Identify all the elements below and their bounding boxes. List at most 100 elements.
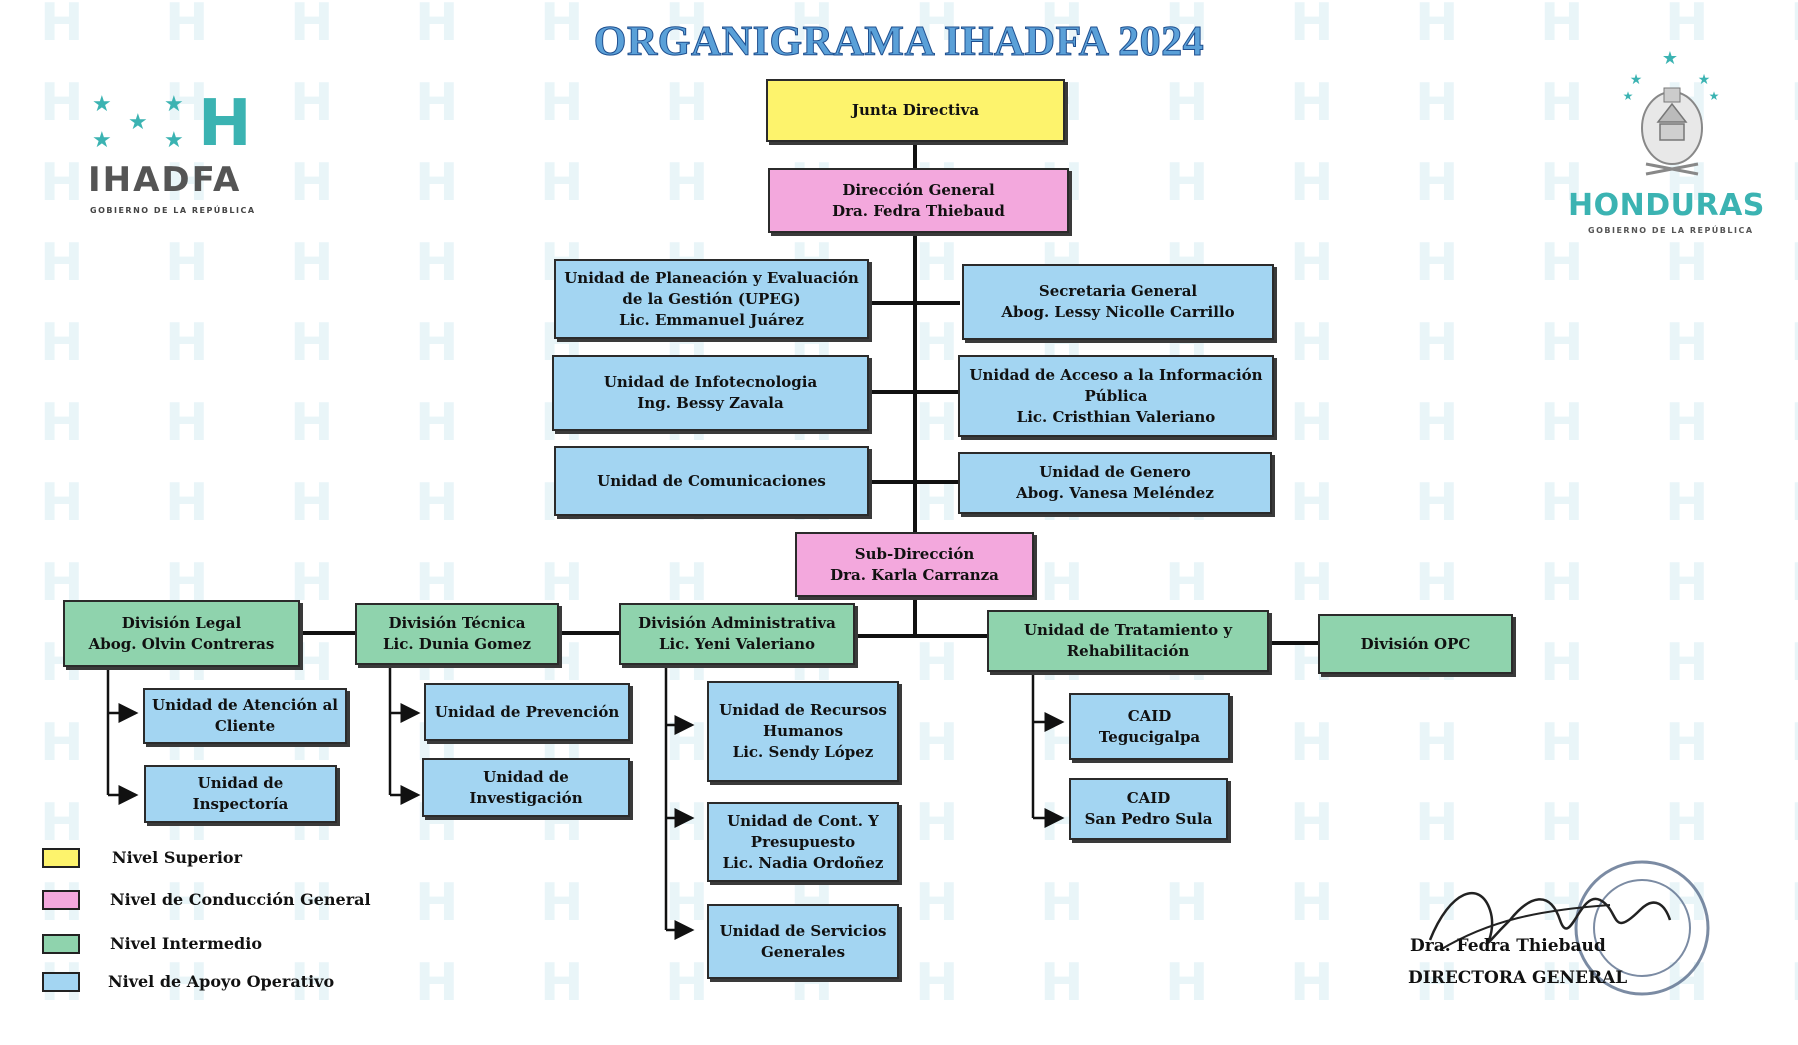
watermark-h-glyph: H — [1540, 313, 1584, 373]
legend-item-superior: Nivel Superior — [40, 846, 400, 872]
watermark-h-glyph: H — [1415, 0, 1459, 53]
watermark-h-glyph: H — [1415, 953, 1459, 1013]
watermark-h-glyph: H — [915, 0, 959, 53]
legend-swatch — [42, 934, 80, 954]
watermark-h-glyph: H — [1790, 393, 1798, 453]
watermark-h-glyph: H — [40, 153, 84, 213]
watermark-h-glyph: H — [165, 153, 209, 213]
watermark-h-glyph: H — [1540, 153, 1584, 213]
logo-left-subtitle: GOBIERNO DE LA REPÚBLICA — [90, 206, 256, 215]
watermark-h-glyph: H — [1665, 313, 1709, 373]
svg-text:★: ★ — [1630, 72, 1643, 88]
watermark-h-glyph: H — [415, 153, 459, 213]
legend-item-conduccion: Nivel de Conducción General — [40, 888, 400, 914]
watermark-h-glyph: H — [40, 233, 84, 293]
watermark-h-glyph: H — [665, 0, 709, 53]
watermark-h-glyph: H — [165, 953, 209, 1013]
watermark-h-glyph: H — [1290, 553, 1334, 613]
watermark-h-glyph: H — [1290, 793, 1334, 853]
watermark-h-glyph: H — [1790, 0, 1798, 53]
signature-name: Dra. Fedra Thiebaud — [1410, 936, 1606, 956]
ihadfa-logo: ★ ★ ★ ★ ★ H IHADFA GOBIERNO DE LA REPÚBL… — [88, 92, 278, 232]
watermark-h-glyph: H — [165, 473, 209, 533]
svg-text:★: ★ — [1709, 89, 1720, 103]
watermark-h-glyph: H — [1665, 953, 1709, 1013]
legend-item-intermedio: Nivel Intermedio — [40, 932, 400, 958]
watermark-h-glyph: H — [40, 713, 84, 773]
watermark-h-glyph: H — [1665, 473, 1709, 533]
watermark-h-glyph: H — [1415, 153, 1459, 213]
watermark-h-glyph: H — [665, 953, 709, 1013]
svg-text:★: ★ — [1698, 72, 1711, 88]
watermark-h-glyph: H — [1290, 313, 1334, 373]
watermark-h-glyph: H — [290, 313, 334, 373]
legend-swatch — [42, 890, 80, 910]
watermark-h-glyph: H — [665, 73, 709, 133]
watermark-h-glyph: H — [1790, 873, 1798, 933]
watermark-h-glyph: H — [540, 153, 584, 213]
legend-swatch — [42, 972, 80, 992]
watermark-h-glyph: H — [1540, 553, 1584, 613]
watermark-h-glyph: H — [1415, 393, 1459, 453]
watermark-h-glyph: H — [1290, 233, 1334, 293]
watermark-h-glyph: H — [1415, 713, 1459, 773]
watermark-h-glyph: H — [915, 233, 959, 293]
watermark-h-glyph: H — [165, 873, 209, 933]
legend-label: Nivel Superior — [112, 848, 242, 867]
watermark-h-glyph: H — [1165, 873, 1209, 933]
watermark-h-glyph: H — [1165, 953, 1209, 1013]
watermark-h-glyph: H — [915, 953, 959, 1013]
watermark-h-glyph: H — [915, 873, 959, 933]
watermark-h-glyph: H — [540, 873, 584, 933]
watermark-h-glyph: H — [415, 473, 459, 533]
legend-item-apoyo: Nivel de Apoyo Operativo — [40, 970, 400, 996]
watermark-h-glyph: H — [1290, 0, 1334, 53]
watermark-h-glyph: H — [290, 233, 334, 293]
watermark-h-glyph: H — [415, 873, 459, 933]
watermark-h-glyph: H — [1290, 713, 1334, 773]
watermark-h-glyph: H — [665, 153, 709, 213]
watermark-h-glyph: H — [1665, 233, 1709, 293]
watermark-h-glyph: H — [40, 473, 84, 533]
watermark-h-glyph: H — [1290, 73, 1334, 133]
watermark-h-glyph: H — [1040, 873, 1084, 933]
watermark-h-glyph: H — [1790, 633, 1798, 693]
watermark-h-glyph: H — [1540, 473, 1584, 533]
watermark-h-glyph: H — [1165, 553, 1209, 613]
watermark-h-glyph: H — [1665, 393, 1709, 453]
watermark-h-glyph: H — [915, 713, 959, 773]
watermark-h-glyph: H — [40, 313, 84, 373]
watermark-h-glyph: H — [165, 233, 209, 293]
logo-left-name: IHADFA — [88, 160, 242, 200]
node-junta-directiva: Junta Directiva — [766, 79, 1065, 142]
watermark-h-glyph: H — [40, 793, 84, 853]
watermark-h-glyph: H — [290, 393, 334, 453]
watermark-h-glyph: H — [290, 153, 334, 213]
node-comunicaciones: Unidad de Comunicaciones — [554, 446, 869, 516]
watermark-h-glyph: H — [540, 953, 584, 1013]
watermark-h-glyph: H — [540, 0, 584, 53]
watermark-h-glyph: H — [415, 393, 459, 453]
watermark-h-glyph: H — [40, 393, 84, 453]
coat-of-arms-icon: ★ ★ ★ ★ ★ — [1623, 48, 1720, 176]
watermark-h-glyph: H — [1790, 153, 1798, 213]
watermark-h-glyph: H — [1540, 233, 1584, 293]
watermark-h-glyph: H — [1415, 473, 1459, 533]
watermark-h-glyph: H — [1540, 73, 1584, 133]
watermark-h-glyph: H — [1165, 73, 1209, 133]
watermark-h-glyph: H — [1665, 553, 1709, 613]
node-prevencion: Unidad de Prevención — [424, 683, 630, 741]
watermark-h-glyph: H — [1790, 793, 1798, 853]
watermark-h-glyph: H — [415, 233, 459, 293]
